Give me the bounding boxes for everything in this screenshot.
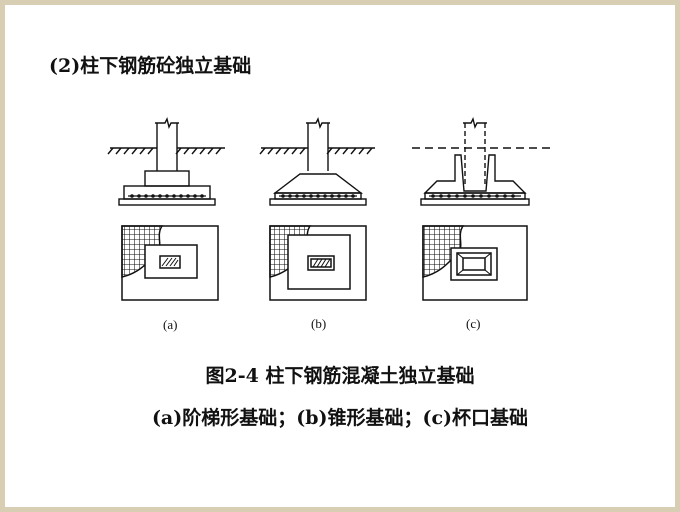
label-c: (c) xyxy=(466,316,481,331)
figure-caption-subtitle: (a)阶梯形基础；(b)锥形基础；(c)杯口基础 xyxy=(151,407,529,429)
section-b-sloped xyxy=(259,116,375,206)
plan-c xyxy=(422,225,528,301)
slide-heading: (2)柱下钢筋砼独立基础 xyxy=(49,55,252,77)
section-c-pocket xyxy=(412,116,550,206)
figure-caption-title: 图2-4 柱下钢筋混凝土独立基础 xyxy=(205,365,475,387)
section-a-stepped xyxy=(107,116,225,206)
label-a: (a) xyxy=(163,317,178,332)
slide: (2)柱下钢筋砼独立基础 xyxy=(5,5,675,507)
foundation-figure xyxy=(107,116,550,301)
plan-b xyxy=(269,225,367,301)
plan-a xyxy=(121,225,219,301)
label-b: (b) xyxy=(311,316,327,331)
